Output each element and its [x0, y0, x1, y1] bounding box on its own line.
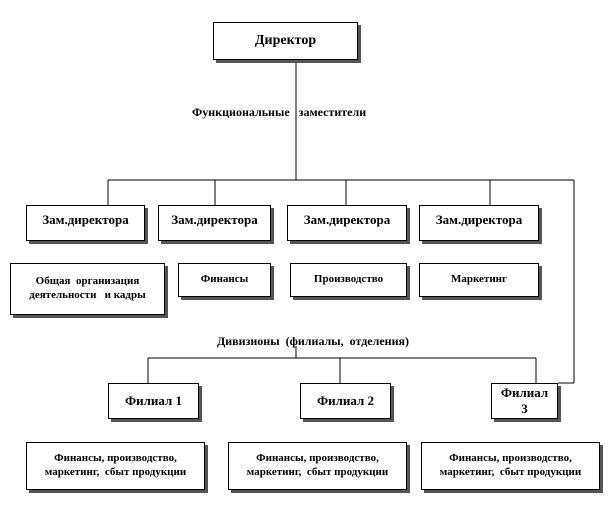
- function-box-production: Производство: [290, 263, 407, 297]
- branch-functions-box-2: Финансы, производство, маркетинг, сбыт п…: [228, 442, 407, 490]
- deputy-label-1: Зам.директора: [42, 212, 129, 227]
- deputy-label-2: Зам.директора: [171, 212, 258, 227]
- deputy-label-4: Зам.директора: [435, 212, 523, 227]
- branch-functions-label-3: Финансы, производство, маркетинг, сбыт п…: [439, 452, 582, 478]
- branch-functions-box-3: Финансы, производство, маркетинг, сбыт п…: [421, 442, 600, 490]
- director-label: Директор: [254, 33, 317, 49]
- function-label-finance: Финансы: [200, 273, 249, 286]
- branch-label-1: Филиал 1: [124, 392, 183, 408]
- deputy-box-1: Зам.директора: [26, 205, 145, 241]
- deputy-box-4: Зам.директора: [419, 205, 539, 241]
- deputy-label-3: Зам.директора: [303, 212, 391, 227]
- deputy-box-2: Зам.директора: [158, 205, 271, 241]
- function-label-marketing: Маркетинг: [450, 273, 508, 286]
- branch-label-3: Филиал 3: [500, 384, 549, 416]
- functional-deputies-label: Функциональные заместители: [192, 105, 367, 119]
- branch-box-3: Филиал 3: [491, 383, 558, 419]
- branch-label-2: Филиал 2: [316, 392, 375, 408]
- director-box: Директор: [213, 22, 358, 60]
- branch-functions-label-2: Финансы, производство, маркетинг, сбыт п…: [246, 452, 389, 478]
- function-label-production: Производство: [313, 273, 384, 286]
- function-label-general: Общая организация деятельности и кадры: [29, 275, 146, 301]
- deputy-box-3: Зам.директора: [287, 205, 407, 241]
- function-box-finance: Финансы: [178, 263, 271, 297]
- function-box-general: Общая организация деятельности и кадры: [10, 263, 165, 315]
- branch-functions-box-1: Финансы, производство, маркетинг, сбыт п…: [26, 442, 205, 490]
- branch-box-1: Филиал 1: [108, 383, 199, 419]
- branch-functions-label-1: Финансы, производство, маркетинг, сбыт п…: [44, 452, 187, 478]
- function-box-marketing: Маркетинг: [419, 263, 539, 297]
- branch-box-2: Филиал 2: [300, 383, 391, 419]
- divisions-label: Дивизионы (филиалы, отделения): [217, 334, 409, 348]
